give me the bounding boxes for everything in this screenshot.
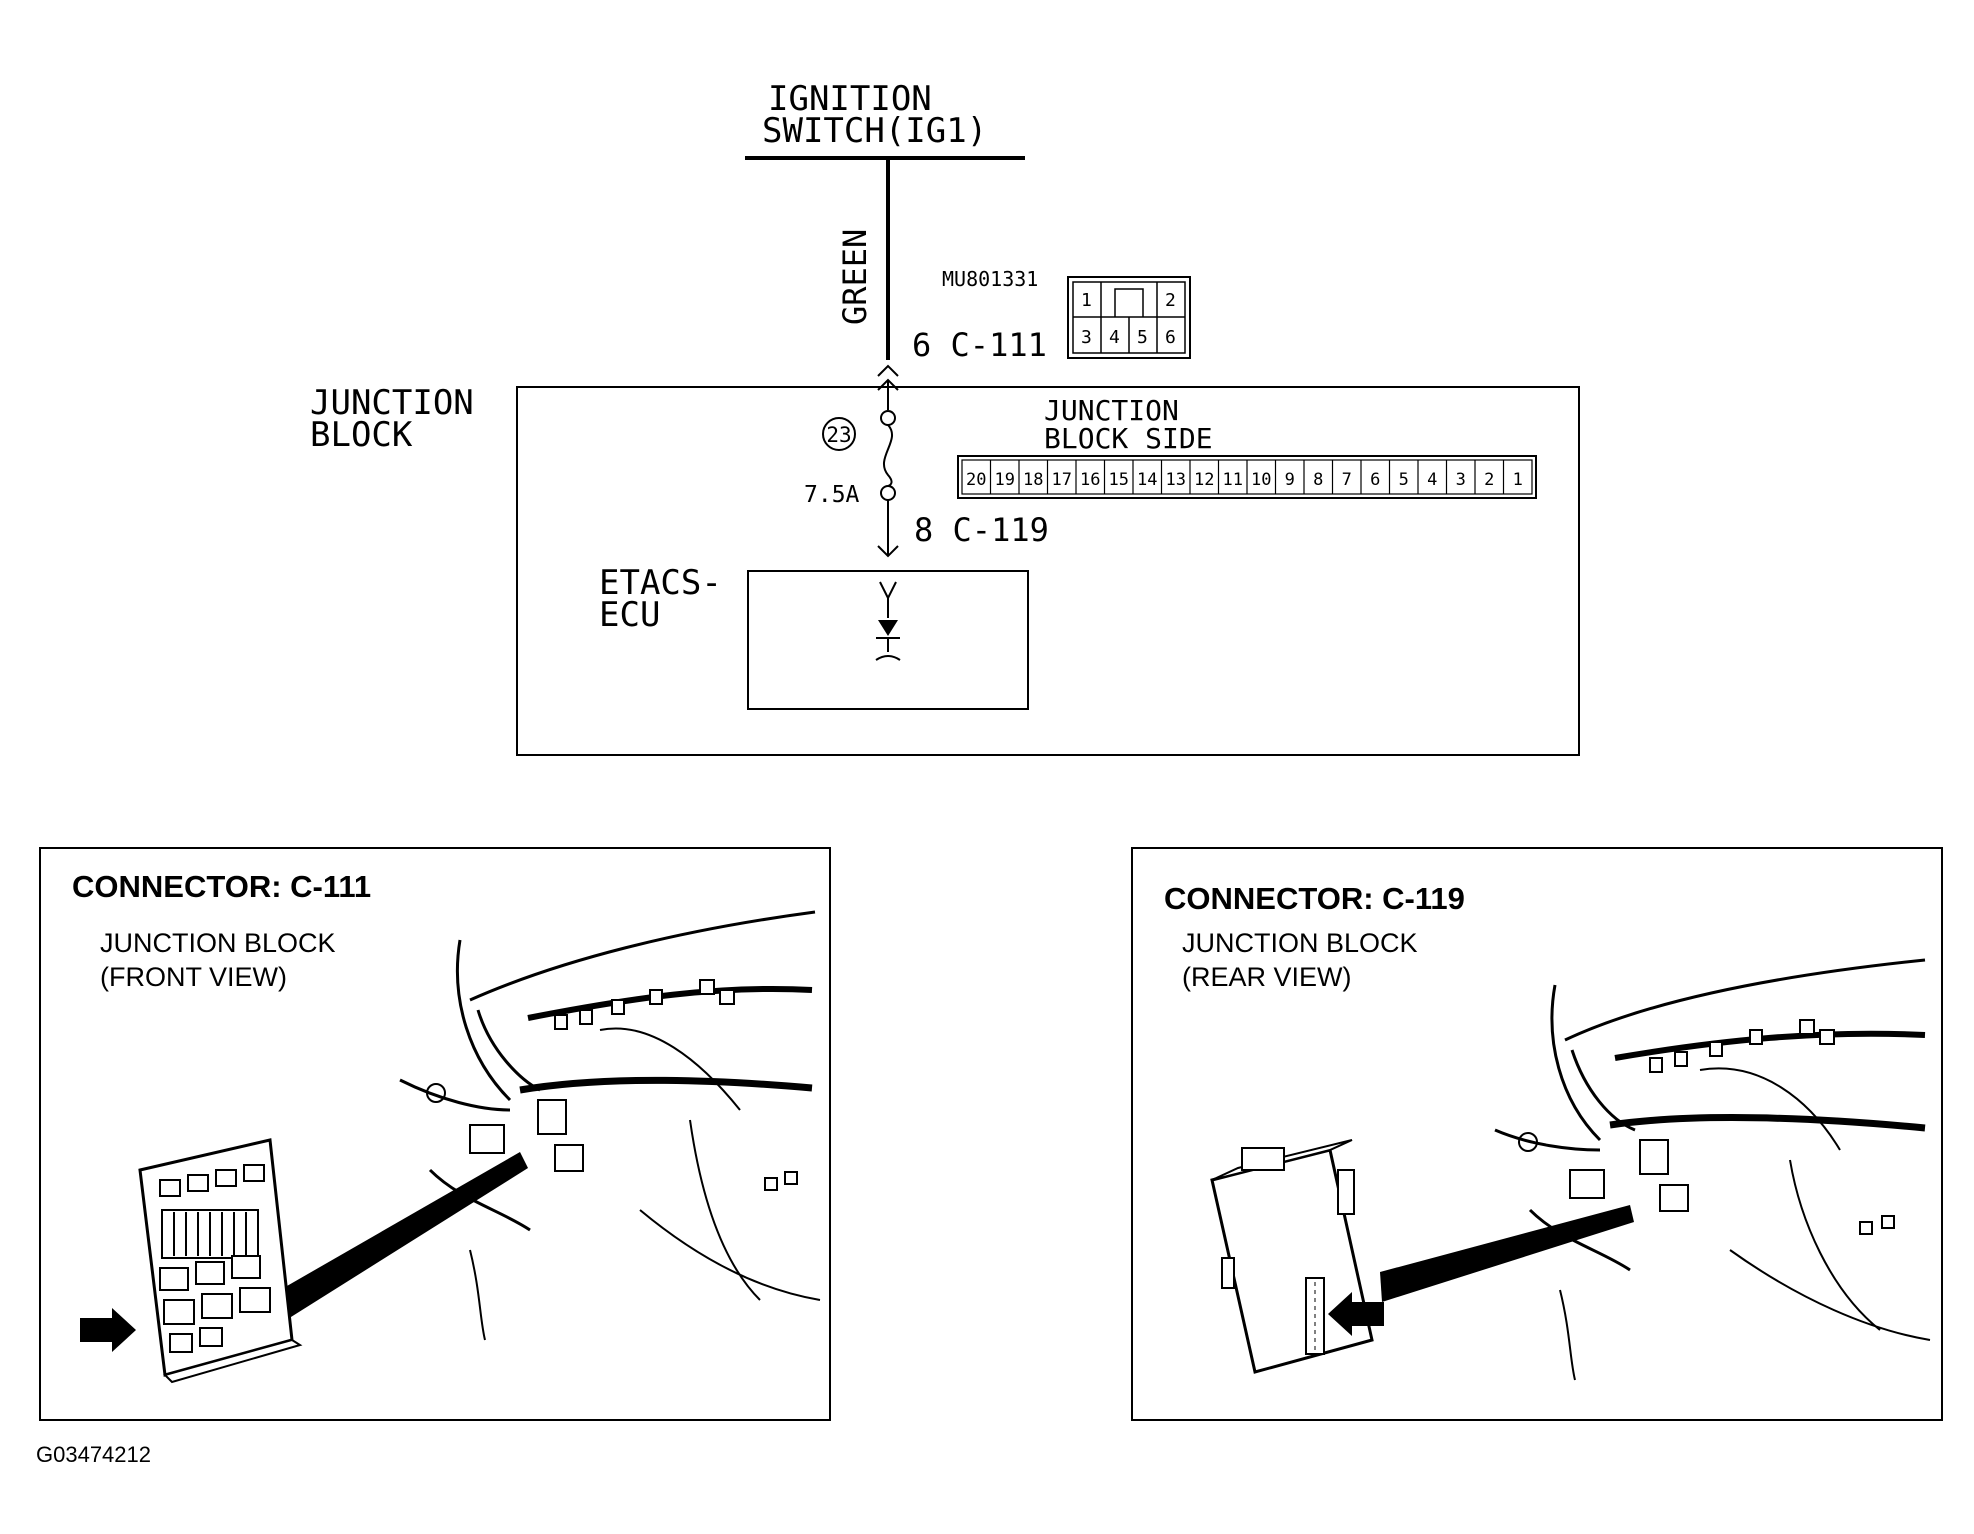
- panel-connector-c111: [39, 847, 831, 1421]
- block-side-pin-6: 6: [1370, 470, 1380, 490]
- block-side-pin-15: 15: [1109, 470, 1129, 490]
- block-side-pin-9: 9: [1285, 470, 1295, 490]
- etacs-ecu-box: [747, 570, 1029, 710]
- block-side-pin-18: 18: [1023, 470, 1043, 490]
- block-side-pin-2: 2: [1484, 470, 1494, 490]
- block-side-pin-17: 17: [1052, 470, 1072, 490]
- junction-block-front-icon: [138, 1138, 303, 1384]
- junction-block-side-line2: BLOCK SIDE: [1044, 422, 1213, 455]
- panel-connector-c119: [1131, 847, 1943, 1421]
- c111-pin-3: 3: [1081, 327, 1092, 348]
- connector-c111-face: 1 2 3 4 5 6: [1067, 276, 1191, 359]
- fuse-23: [880, 410, 896, 501]
- junction-block-label-line2: BLOCK: [310, 415, 413, 455]
- dashboard-illustration-left: [80, 910, 821, 1384]
- c111-pin-5: 5: [1137, 327, 1148, 348]
- block-side-pin-8: 8: [1313, 470, 1323, 490]
- etacs-label-line1: ETACS-: [599, 563, 722, 603]
- junction-block-side-line1: JUNCTION: [1044, 394, 1179, 427]
- panel-left-line2: (FRONT VIEW): [100, 962, 287, 992]
- figure-id: G03474212: [36, 1442, 151, 1467]
- dashboard-illustration-right: [1210, 958, 1931, 1381]
- pin-label-6-c111: 6 C-111: [912, 326, 1047, 364]
- junction-block-label-line1: JUNCTION: [310, 383, 474, 423]
- arrow-pointer-icon: [80, 1308, 136, 1352]
- part-number: MU801331: [942, 267, 1038, 291]
- c111-pin-6: 6: [1165, 327, 1176, 348]
- arrow-pointer-icon: [1328, 1292, 1384, 1336]
- block-side-pin-10: 10: [1251, 470, 1271, 490]
- block-side-pin-13: 13: [1166, 470, 1186, 490]
- block-side-pin-19: 19: [995, 470, 1015, 490]
- c111-pin-2: 2: [1165, 290, 1176, 311]
- fuse-rating: 7.5A: [804, 482, 860, 508]
- pin-label-8-c119: 8 C-119: [914, 511, 1049, 549]
- block-side-pin-7: 7: [1342, 470, 1352, 490]
- junction-block-outline: [516, 386, 1580, 756]
- junction-block-rear-icon: [1210, 1139, 1374, 1374]
- block-side-pin-3: 3: [1456, 470, 1466, 490]
- connector-c119-arrow: [877, 545, 899, 558]
- block-side-pin-20: 20: [966, 470, 986, 490]
- block-side-pin-14: 14: [1137, 470, 1157, 490]
- panel-right-title: CONNECTOR: C-119: [1164, 881, 1465, 916]
- fuse-number-badge: [822, 417, 856, 451]
- wire-color-label: GREEN: [836, 229, 874, 325]
- connector-c111-chevron: [877, 364, 899, 377]
- panel-right-line1: JUNCTION BLOCK: [1182, 928, 1418, 958]
- ignition-switch-label-line2: SWITCH(IG1): [762, 111, 987, 151]
- block-side-pin-16: 16: [1080, 470, 1100, 490]
- c111-pin-4: 4: [1109, 327, 1120, 348]
- diode-icon: [875, 581, 901, 661]
- panel-left-title: CONNECTOR: C-111: [72, 869, 371, 904]
- panel-left-line1: JUNCTION BLOCK: [100, 928, 336, 958]
- c111-pin-1: 1: [1081, 290, 1092, 311]
- panel-right-line2: (REAR VIEW): [1182, 962, 1352, 992]
- block-side-pin-4: 4: [1427, 470, 1437, 490]
- ignition-switch-label-line1: IGNITION: [768, 79, 932, 119]
- block-side-pin-12: 12: [1194, 470, 1214, 490]
- block-side-pin-1: 1: [1513, 470, 1523, 490]
- block-side-pin-11: 11: [1223, 470, 1243, 490]
- block-side-pin-5: 5: [1399, 470, 1409, 490]
- etacs-label-line2: ECU: [599, 595, 660, 635]
- fuse-number: 23: [826, 423, 851, 447]
